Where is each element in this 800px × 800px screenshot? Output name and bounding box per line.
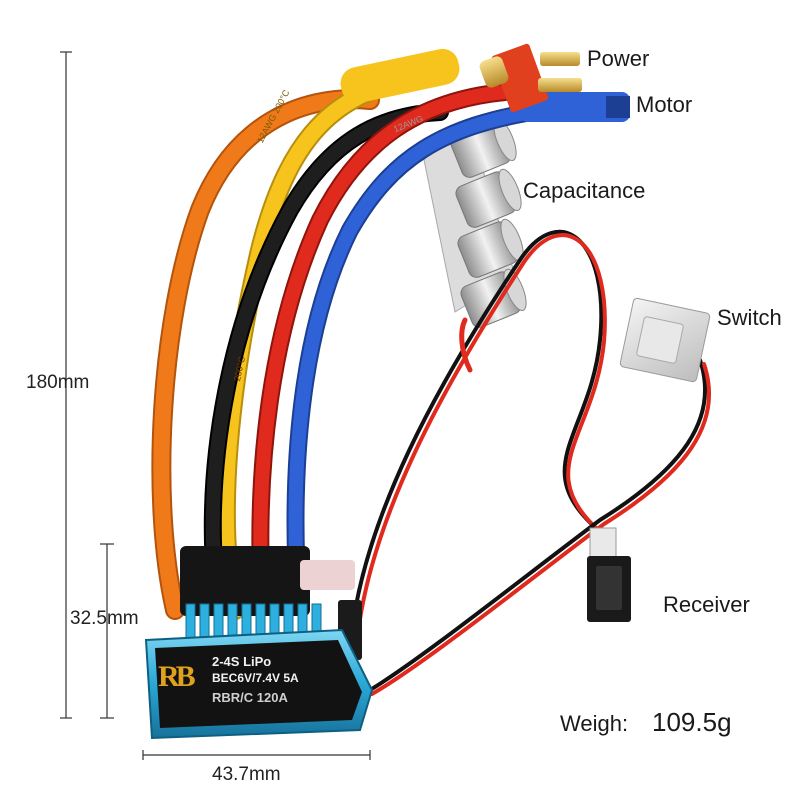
esc-body xyxy=(144,546,374,740)
esc-label-line2: BEC6V/7.4V 5A xyxy=(212,671,299,685)
callout-switch: Switch xyxy=(717,305,782,330)
callout-receiver: Receiver xyxy=(663,592,750,617)
weight-label: Weigh: xyxy=(560,711,629,736)
esc-label-line1: 2-4S LiPo xyxy=(212,654,272,669)
esc-label-line3: RBR/C 120A xyxy=(212,690,288,705)
power-connector xyxy=(479,43,582,113)
dimension-width: 43.7mm xyxy=(212,764,281,785)
receiver-plug xyxy=(587,527,631,622)
callout-power: Power xyxy=(587,46,650,71)
callout-capacitance: Capacitance xyxy=(523,178,646,203)
switch-housing xyxy=(619,297,711,383)
power-wires xyxy=(151,65,554,620)
motor-connector xyxy=(340,48,630,122)
weight-value: 109.5g xyxy=(652,707,732,737)
esc-logo: RB xyxy=(158,660,196,693)
callout-motor: Motor xyxy=(636,92,693,117)
dimension-height: 180mm xyxy=(26,372,90,393)
signal-wires xyxy=(348,229,711,696)
dimension-lines xyxy=(60,51,371,760)
dimension-module-height: 32.5mm xyxy=(70,608,139,629)
capacitor-bank xyxy=(421,118,527,328)
